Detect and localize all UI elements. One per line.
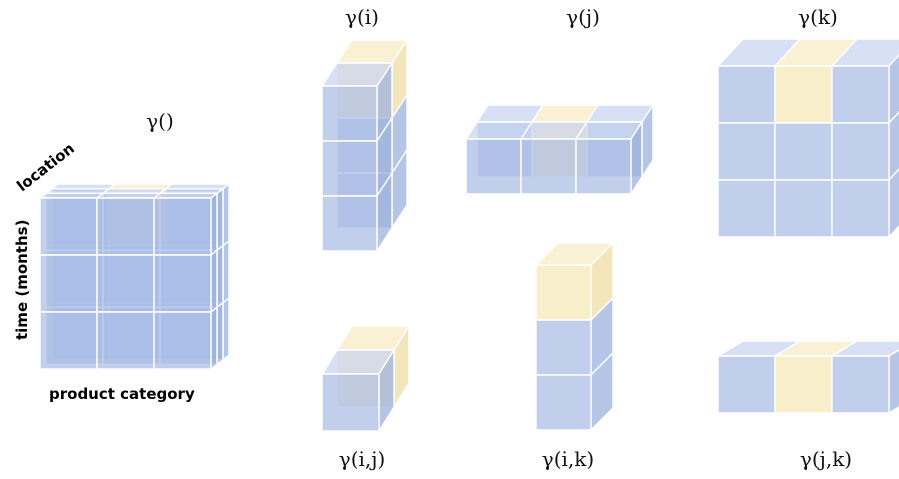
cell-front-face	[39, 254, 98, 313]
cell-front-face	[831, 179, 890, 238]
cell-front-face	[717, 355, 776, 414]
cell-front-face	[153, 254, 212, 313]
cell-front-face	[96, 254, 155, 313]
label-gamma-jk: γ(j,k)	[800, 447, 852, 471]
cell-front-face	[96, 311, 155, 370]
cell-front-face	[774, 179, 833, 238]
cell-front-face	[717, 65, 776, 124]
cube-gamma-k	[716, 38, 899, 239]
cell-front-face	[96, 197, 155, 256]
cell-front-face	[321, 373, 380, 432]
cell-front-face	[831, 65, 890, 124]
label-gamma-empty: γ()	[146, 109, 174, 133]
cell-front-face	[535, 319, 592, 376]
cell-front-face	[717, 179, 776, 238]
cell-side-face	[210, 305, 218, 371]
cell-front-face	[321, 140, 378, 197]
cell-side-face	[210, 248, 218, 314]
cell-front-face	[575, 138, 632, 195]
cell-front-face	[321, 85, 378, 142]
cube-gamma-ik	[534, 241, 615, 432]
axis-label-time: time (months)	[13, 220, 31, 340]
label-gamma-ij: γ(i,j)	[339, 447, 386, 471]
cube-groups	[37, 37, 899, 434]
label-gamma-k: γ(k)	[798, 5, 838, 29]
cell-side-face	[216, 301, 224, 366]
cell-front-face	[153, 197, 212, 256]
cell-front-face	[774, 122, 833, 181]
label-gamma-i: γ(i)	[345, 5, 379, 29]
highlighted-cell	[774, 65, 833, 124]
label-gamma-j: γ(j)	[566, 5, 600, 29]
cell-front-face	[520, 138, 577, 195]
cell-front-face	[717, 122, 776, 181]
axis-label-product: product category	[49, 385, 195, 403]
cell-front-face	[831, 355, 890, 414]
cube-gamma-jk	[715, 340, 899, 415]
cell-front-face	[153, 311, 212, 370]
cube-gamma-i	[320, 37, 409, 254]
highlighted-cell	[535, 264, 592, 321]
cube-full	[37, 182, 232, 371]
cell-side-face	[222, 239, 230, 305]
cell-front-face	[465, 138, 522, 195]
cube-gamma-j	[464, 102, 655, 197]
cell-front-face	[39, 311, 98, 370]
cell-front-face	[39, 197, 98, 256]
cell-side-face	[210, 191, 218, 257]
cell-side-face	[222, 296, 230, 362]
cell-front-face	[321, 195, 378, 252]
cell-side-face	[216, 187, 224, 252]
cube-gamma-ij	[320, 323, 411, 434]
label-gamma-ik: γ(i,k)	[542, 447, 594, 471]
highlighted-cell	[774, 355, 833, 414]
cell-front-face	[831, 122, 890, 181]
cell-side-face	[222, 182, 230, 248]
cell-front-face	[535, 374, 592, 431]
cell-side-face	[216, 244, 224, 309]
